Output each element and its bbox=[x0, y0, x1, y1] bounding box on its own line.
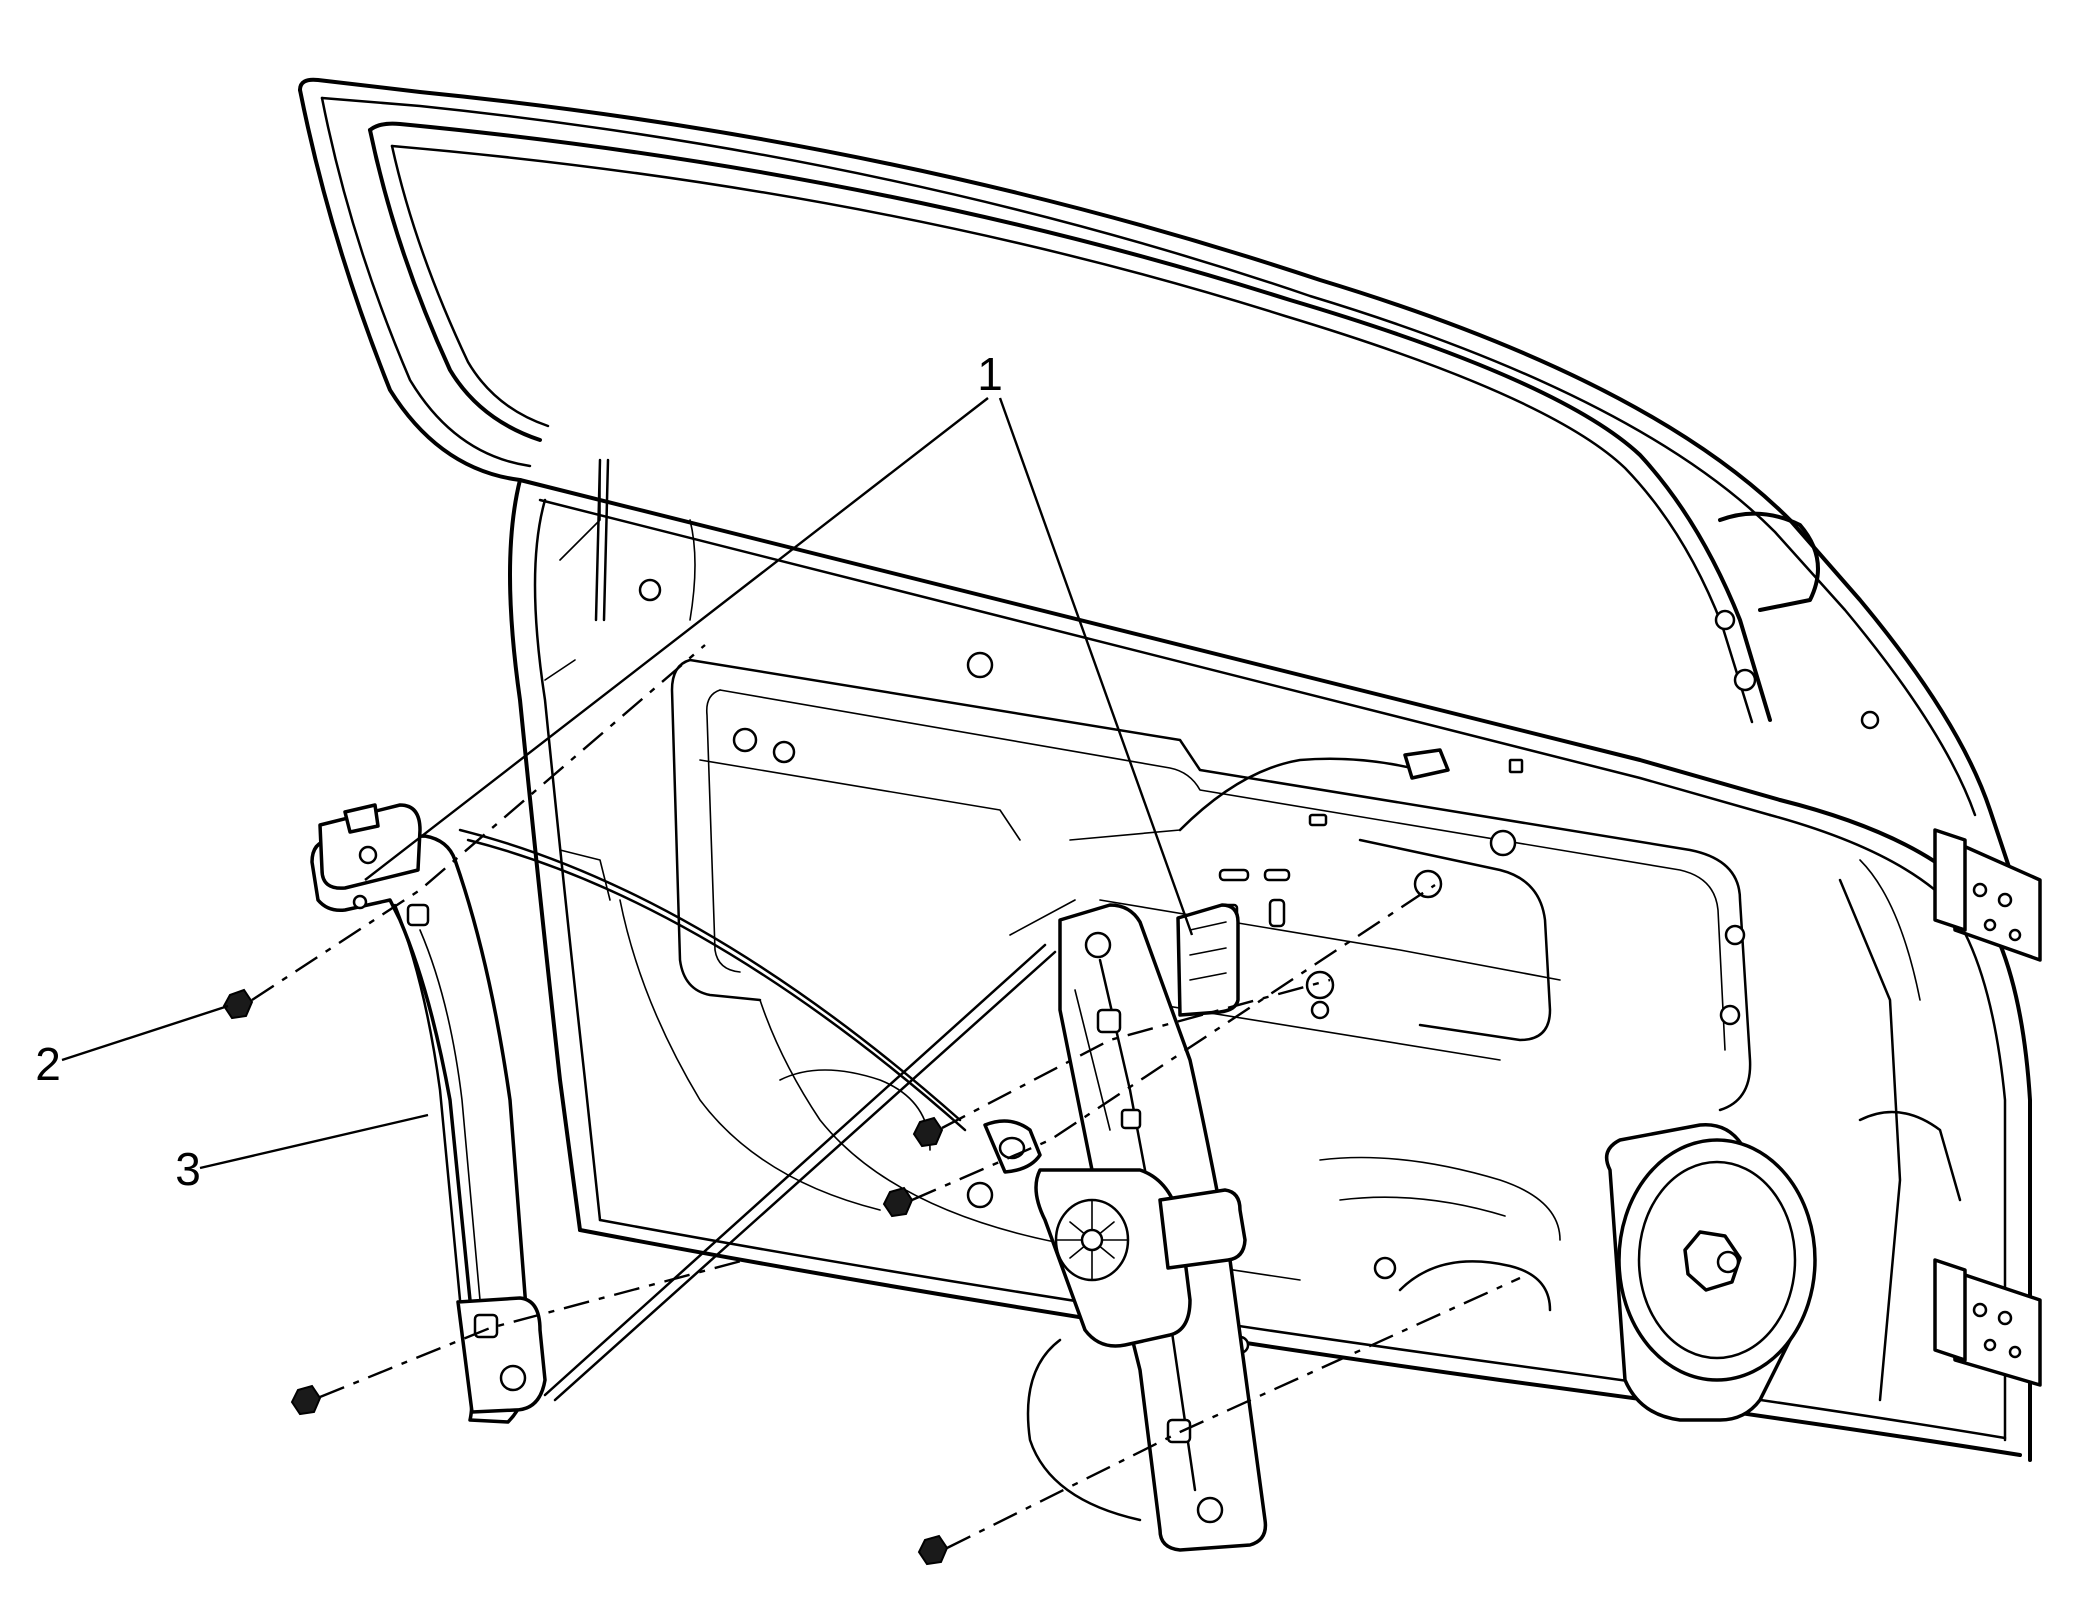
regulator-motor bbox=[1026, 1168, 1247, 1522]
door-frame bbox=[298, 77, 2032, 1462]
fasteners bbox=[222, 988, 949, 1566]
upper-lift-plate-front bbox=[1176, 903, 1240, 1017]
wire-harness bbox=[1069, 748, 1450, 841]
upper-door-hinge bbox=[1933, 828, 2042, 962]
regulator-nut-lower-front bbox=[917, 1534, 949, 1566]
callout-leaders bbox=[61, 397, 1194, 1170]
latch-rod bbox=[594, 458, 696, 622]
regulator-nut-mid-front bbox=[882, 1186, 914, 1218]
callout-1-leader-rear bbox=[364, 397, 989, 881]
regulator-cable bbox=[458, 828, 1076, 1402]
callout-labels: 1 2 3 bbox=[35, 348, 1003, 1195]
assembly-centerlines bbox=[251, 644, 1521, 1550]
callout-1-leader-front bbox=[998, 397, 1194, 936]
regulator-nut-upper-rear bbox=[222, 988, 254, 1020]
regulator-nut-upper-front bbox=[912, 1116, 944, 1148]
callout-3-leader bbox=[199, 1113, 429, 1170]
rear-regulator-rail bbox=[310, 834, 547, 1424]
panel-holes bbox=[638, 578, 1880, 1355]
callout-2: 2 bbox=[35, 1038, 61, 1090]
lower-door-hinge bbox=[1933, 1258, 2042, 1387]
door-speaker bbox=[1604, 1122, 1817, 1422]
callout-3: 3 bbox=[175, 1143, 201, 1195]
upper-lift-plate-rear bbox=[318, 803, 422, 890]
callout-1: 1 bbox=[977, 348, 1003, 400]
regulator-nut-lower-rear bbox=[290, 1384, 322, 1416]
callout-2-leader bbox=[61, 1004, 229, 1062]
cable-pulley bbox=[983, 1119, 1042, 1174]
